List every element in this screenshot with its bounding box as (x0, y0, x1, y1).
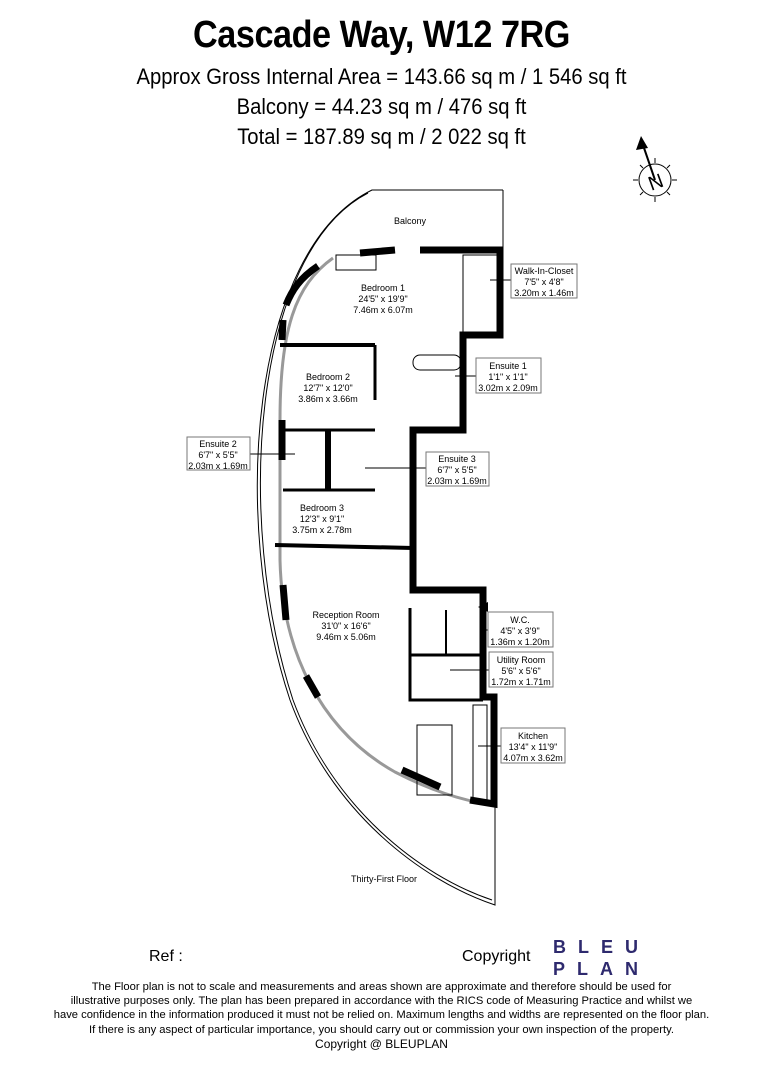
total-area: Total = 187.89 sq m / 2 022 sq ft (237, 124, 526, 149)
room-bedroom-3: Bedroom 3 12'3" x 9'1" 3.75m x 2.78m (292, 503, 352, 535)
svg-text:1'1" x 1'1": 1'1" x 1'1" (488, 372, 527, 382)
bleuplan-logo: BLEU PLAN (553, 936, 650, 980)
disclaimer-line: The Floor plan is not to scale and measu… (91, 981, 672, 993)
svg-text:24'5" x 19'9": 24'5" x 19'9" (358, 294, 407, 304)
svg-text:Ensuite 3: Ensuite 3 (438, 454, 476, 464)
disclaimer-line: have confidence in the information produ… (53, 1009, 710, 1022)
svg-text:31'0" x 16'6": 31'0" x 16'6" (321, 621, 370, 631)
balcony-label: Balcony (394, 216, 427, 226)
svg-text:Bedroom 3: Bedroom 3 (300, 503, 344, 513)
logo-line-1: BLEU (553, 937, 650, 957)
svg-text:Kitchen: Kitchen (518, 731, 548, 741)
disclaimer-copyright: Copyright @ BLEUPLAN (315, 1036, 448, 1051)
svg-text:Walk-In-Closet: Walk-In-Closet (515, 266, 574, 276)
compass-north-label: N (645, 170, 666, 196)
callout-ensuite-3: Ensuite 3 6'7" x 5'5" 2.03m x 1.69m (365, 451, 490, 487)
svg-text:9.46m x 5.06m: 9.46m x 5.06m (316, 632, 376, 642)
svg-text:13'4" x 11'9": 13'4" x 11'9" (509, 742, 558, 752)
copyright-label: Copyright (462, 948, 531, 965)
page-title: Cascade Way, W12 7RG (193, 14, 570, 56)
svg-text:12'7" x 12'0": 12'7" x 12'0" (303, 383, 352, 393)
compass-icon: N (633, 136, 677, 202)
floor-label: Thirty-First Floor (351, 874, 417, 884)
callout-kitchen: Kitchen 13'4" x 11'9" 4.07m x 3.62m (478, 727, 566, 764)
exterior-walls (274, 246, 504, 809)
disclaimer-line: illustrative purposes only. The plan has… (70, 995, 693, 1008)
svg-text:7'5" x 4'8": 7'5" x 4'8" (524, 277, 563, 287)
svg-text:1.72m x 1.71m: 1.72m x 1.71m (491, 677, 551, 687)
svg-text:Ensuite 1: Ensuite 1 (489, 361, 527, 371)
svg-text:5'6" x 5'6": 5'6" x 5'6" (501, 666, 540, 676)
svg-text:12'3" x 9'1": 12'3" x 9'1" (300, 514, 344, 524)
svg-text:3.75m x 2.78m: 3.75m x 2.78m (292, 525, 352, 535)
room-bedroom-1: Bedroom 1 24'5" x 19'9" 7.46m x 6.07m (353, 283, 413, 315)
svg-text:Ensuite 2: Ensuite 2 (199, 439, 237, 449)
svg-text:1.36m x 1.20m: 1.36m x 1.20m (490, 637, 550, 647)
callout-utility-room: Utility Room 5'6" x 5'6" 1.72m x 1.71m (450, 651, 554, 688)
svg-text:2.03m x 1.69m: 2.03m x 1.69m (427, 476, 487, 486)
entrance-arrow-icon (478, 602, 488, 612)
svg-text:Reception Room: Reception Room (312, 610, 379, 620)
ref-label: Ref : (149, 948, 183, 965)
room-reception: Reception Room 31'0" x 16'6" 9.46m x 5.0… (312, 610, 379, 642)
callout-walk-in-closet: Walk-In-Closet 7'5" x 4'8" 3.20m x 1.46m (490, 263, 578, 299)
svg-text:4'5" x 3'9": 4'5" x 3'9" (500, 626, 539, 636)
svg-text:3.86m x 3.66m: 3.86m x 3.66m (298, 394, 358, 404)
svg-text:3.02m x 2.09m: 3.02m x 2.09m (478, 383, 538, 393)
svg-text:Utility Room: Utility Room (497, 655, 546, 665)
room-bedroom-2: Bedroom 2 12'7" x 12'0" 3.86m x 3.66m (298, 372, 358, 404)
disclaimer-line: If there is any aspect of particular imp… (89, 1023, 674, 1036)
callout-ensuite-2: Ensuite 2 6'7" x 5'5" 2.03m x 1.69m (186, 436, 295, 471)
logo-line-2: PLAN (553, 959, 650, 979)
svg-text:6'7" x 5'5": 6'7" x 5'5" (198, 450, 237, 460)
svg-text:Bedroom 2: Bedroom 2 (306, 372, 350, 382)
balcony-area: Balcony = 44.23 sq m / 476 sq ft (236, 94, 527, 119)
disclaimer: The Floor plan is not to scale and measu… (0, 980, 763, 1051)
svg-text:6'7" x 5'5": 6'7" x 5'5" (437, 465, 476, 475)
callout-wc: W.C. 4'5" x 3'9" 1.36m x 1.20m (483, 611, 554, 648)
svg-text:W.C.: W.C. (510, 615, 530, 625)
svg-text:Bedroom 1: Bedroom 1 (361, 283, 405, 293)
callout-ensuite-1: Ensuite 1 1'1" x 1'1" 3.02m x 2.09m (455, 357, 542, 394)
svg-text:2.03m x 1.69m: 2.03m x 1.69m (188, 461, 248, 471)
gross-area: Approx Gross Internal Area = 143.66 sq m… (136, 64, 627, 89)
svg-text:3.20m x 1.46m: 3.20m x 1.46m (514, 288, 574, 298)
fixtures (335, 254, 498, 801)
svg-text:4.07m x 3.62m: 4.07m x 3.62m (503, 753, 563, 763)
svg-text:7.46m x 6.07m: 7.46m x 6.07m (353, 305, 413, 315)
